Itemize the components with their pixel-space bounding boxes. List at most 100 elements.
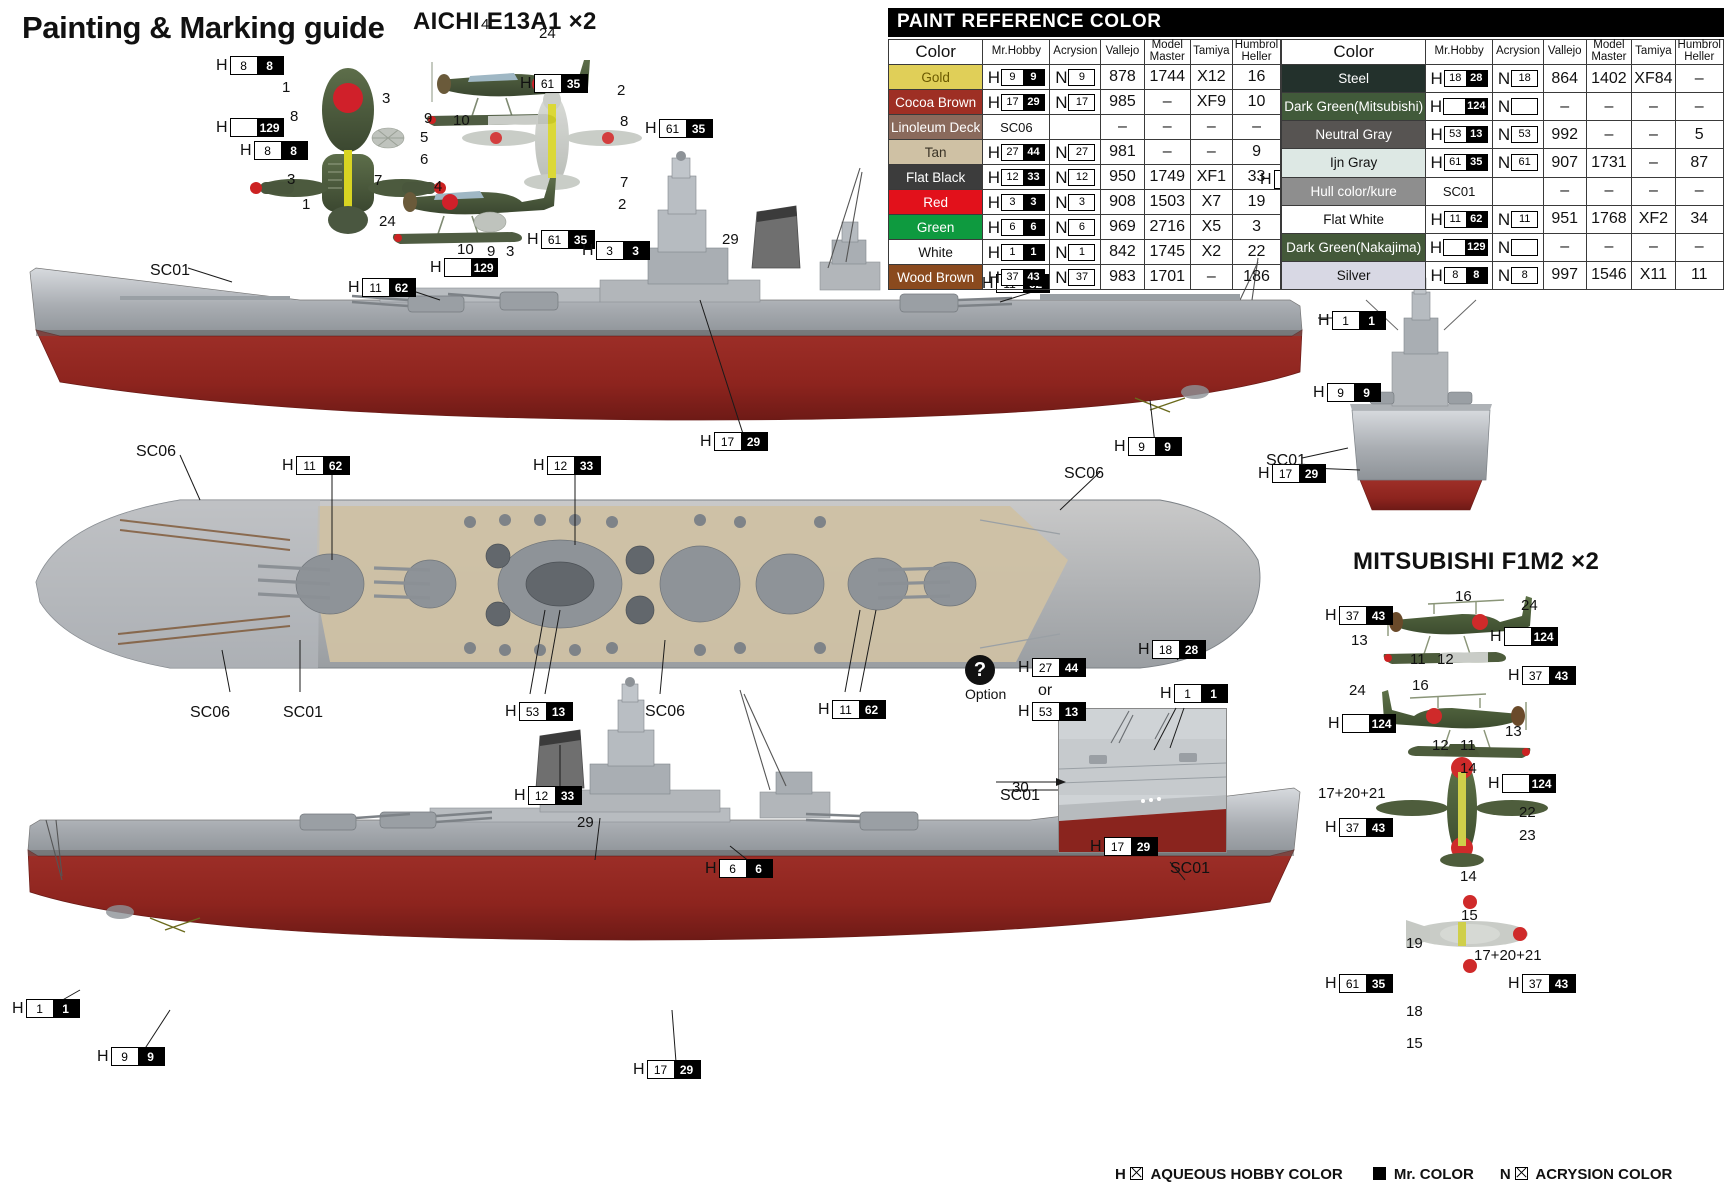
sc-label-6: SC01 (1266, 452, 1307, 469)
part-number-10: 9 (424, 110, 433, 127)
paint-humbrol: 19 (1231, 189, 1282, 215)
part-number-13: 8 (620, 113, 629, 130)
sc-label-3: SC06 (190, 704, 231, 721)
part-number-9: 24 (539, 25, 556, 42)
legend-aqueous: H AQUEOUS HOBBY COLOR (1115, 1166, 1343, 1183)
page-title: Painting & Marking guide (22, 10, 385, 45)
part-number-27: 11 (1410, 651, 1426, 668)
paint-color-name: Green (887, 214, 984, 240)
paint-tamiya: XF1 (1189, 164, 1233, 190)
acrysion-chip: N (1498, 238, 1539, 256)
paint-humbrol: 16 (1231, 64, 1282, 90)
paint-color-name: Neutral Gray (1281, 120, 1427, 150)
mitsubishi-aircraft-views (1376, 596, 1548, 973)
paint-tamiya: – (1189, 264, 1233, 290)
paint-header-vallejo: Vallejo (1100, 39, 1145, 65)
paint-vallejo: 997 (1542, 260, 1587, 291)
legend-mr-xbox-icon (1372, 1167, 1386, 1180)
paint-model-master: 1503 (1143, 189, 1191, 215)
paint-color-name: Tan (887, 139, 984, 165)
paint-header-mr-hobby: Mr.Hobby (1425, 39, 1494, 65)
paint-color-name: Hull color/kure (1281, 176, 1427, 206)
paint-model-master: 1701 (1143, 264, 1191, 290)
paint-header-tamiya: Tamiya (1189, 39, 1233, 65)
mitsubishi-section-title: MITSUBISHI F1M2 ×2 (1353, 548, 1600, 575)
paint-vallejo: 908 (1100, 189, 1145, 215)
paint-callout-c2: H 129 (216, 118, 284, 137)
paint-model-master: 1731 (1585, 148, 1633, 178)
paint-model-master: – (1143, 114, 1191, 140)
paint-tamiya: – (1631, 176, 1676, 206)
part-number-22: 29 (577, 814, 594, 831)
part-number-1: 8 (290, 108, 299, 125)
part-number-38: 14 (1460, 868, 1477, 885)
paint-color-name: White (887, 239, 984, 265)
paint-header-color: Color (1281, 39, 1427, 65)
paint-vallejo: 981 (1100, 139, 1145, 165)
paint-tamiya: X12 (1189, 64, 1233, 90)
paint-tamiya: – (1631, 92, 1676, 122)
part-number-35: 17+20+21 (1318, 785, 1386, 802)
option-a-black: 44 (1058, 659, 1085, 676)
ship-profile-top (29, 151, 1303, 421)
sc-label-8: SC01 (1170, 860, 1211, 877)
paint-humbrol: 87 (1674, 148, 1725, 178)
paint-model-master: 1402 (1585, 63, 1633, 94)
part-number-23: 30 (1012, 779, 1029, 796)
paint-callout-c30: H 124 (1490, 627, 1558, 646)
part-number-8: 4 (481, 16, 490, 33)
part-number-32: 12 (1432, 737, 1449, 754)
paint-vallejo: – (1542, 232, 1587, 262)
sc-label-4: SC01 (283, 704, 324, 721)
paint-vallejo: – (1542, 176, 1587, 206)
paint-vallejo: 985 (1100, 89, 1145, 115)
paint-tamiya: – (1189, 114, 1233, 140)
paint-humbrol: – (1674, 92, 1725, 122)
part-number-19: 9 (487, 243, 496, 260)
paint-header-tamiya: Tamiya (1631, 39, 1676, 65)
paint-vallejo: 983 (1100, 264, 1145, 290)
sc-label-0: SC01 (150, 262, 191, 279)
paint-color-name: Dark Green(Nakajima) (1281, 232, 1427, 262)
legend-n-prefix: N (1499, 1166, 1511, 1183)
legend-acrysion-label: ACRYSION COLOR (1535, 1166, 1673, 1183)
paint-color-name: Wood Brown (887, 264, 984, 290)
inset-leader-lines (1153, 707, 1185, 751)
paint-acrysion: N (1492, 232, 1544, 262)
legend-n-xbox-icon (1514, 1167, 1528, 1180)
